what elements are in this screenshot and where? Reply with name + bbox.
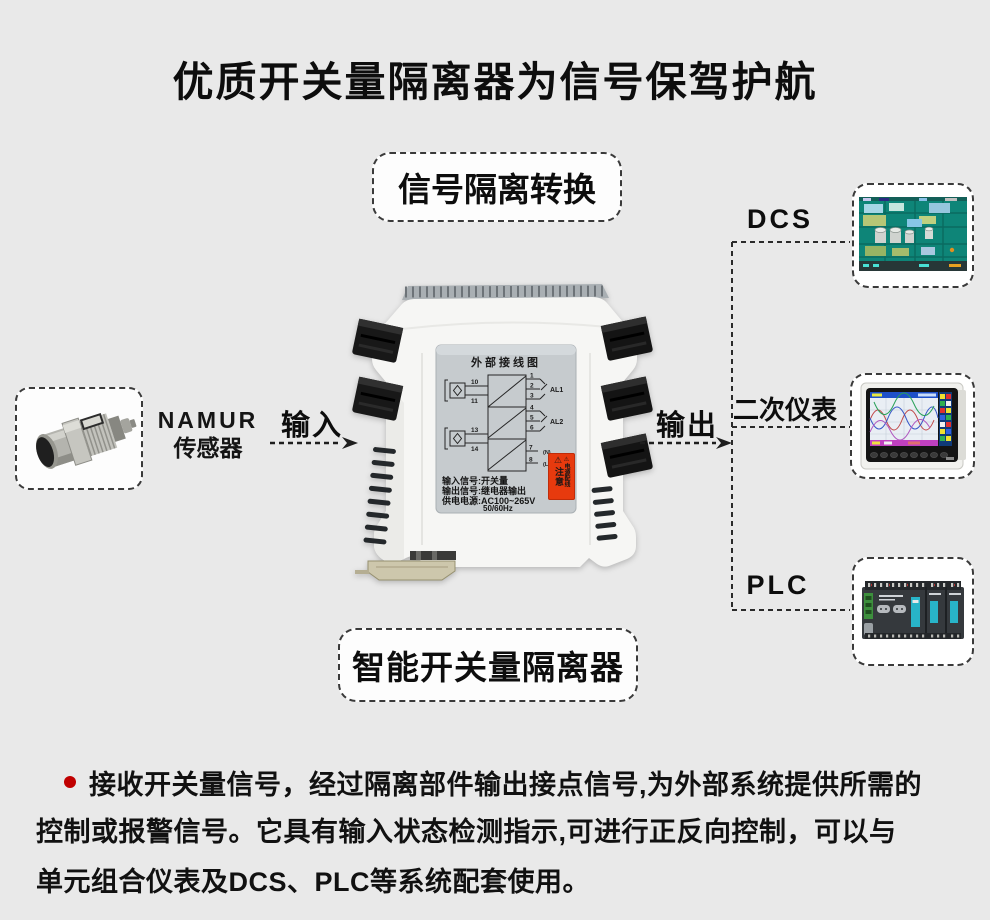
description-line-2: 控制或报警信号。它具有输入状态检测指示,可进行正反向控制，可以与 <box>36 817 897 847</box>
device-bottom-connector <box>355 551 456 581</box>
terminal-5: 5 <box>530 415 534 422</box>
warning-sticker: ⚠注意 ⚠电源配线 <box>548 453 575 500</box>
terminal-14: 14 <box>471 446 479 453</box>
terminal-10: 10 <box>471 379 479 386</box>
output-label: 输出 <box>656 410 719 442</box>
power-pin-l: (L) <box>543 462 550 468</box>
namur-sensor-image <box>35 412 137 469</box>
smart-isolator-box: 智能开关量隔离器 <box>338 628 638 702</box>
dcs-screen-image <box>859 197 967 271</box>
input-arrow <box>270 437 358 449</box>
terminal-2: 2 <box>530 383 534 390</box>
device-right-terminals <box>600 316 653 478</box>
smart-isolator-label: 智能开关量隔离器 <box>352 649 624 686</box>
terminal-8: 8 <box>529 457 533 464</box>
bullet-icon <box>64 776 76 788</box>
dcs-label: DCS <box>746 204 813 234</box>
spec-line-input: 输入信号:开关量 <box>442 475 508 486</box>
isolator-device-image: 外部接线图 <box>352 283 654 585</box>
warning-text-right: ⚠注意 <box>554 456 564 487</box>
namur-sensor-label-line1: NAMUR <box>157 407 259 433</box>
relay-label-al1: AL1 <box>550 387 563 394</box>
page-title: 优质开关量隔离器为信号保驾护航 <box>172 59 818 105</box>
device-right-vents <box>591 486 618 541</box>
namur-sensor-label: NAMUR 传感器 <box>150 406 266 462</box>
device-left-vents <box>363 447 396 545</box>
device-left-terminals <box>352 318 404 421</box>
terminal-4: 4 <box>530 405 534 412</box>
terminal-7: 7 <box>529 445 533 452</box>
signal-conversion-label: 信号隔离转换 <box>398 171 596 208</box>
description-line-1-text: 接收开关量信号，经过隔离部件输出接点信号,为外部系统提供所需的 <box>89 770 923 800</box>
output-branch-lines <box>731 241 850 611</box>
spec-line-freq: 50/60Hz <box>483 504 513 513</box>
warning-text-left: ⚠电源配线 <box>563 456 569 487</box>
description-line-1: 接收开关量信号，经过隔离部件输出接点信号,为外部系统提供所需的 <box>64 763 922 802</box>
spec-line-power: 供电电源:AC100~265V <box>441 495 535 506</box>
recorder-image <box>860 382 966 470</box>
device-top-vent <box>402 284 609 300</box>
spec-line-output: 输出信号:继电器输出 <box>442 485 526 496</box>
terminal-11: 11 <box>471 398 478 405</box>
terminal-6: 6 <box>530 425 534 432</box>
secondary-meter-box <box>850 373 975 479</box>
namur-sensor-label-line2: 传感器 <box>173 435 243 461</box>
output-arrow <box>640 437 732 449</box>
secondary-meter-label: 二次仪表 <box>732 395 837 425</box>
wiring-diagram-panel: 外部接线图 <box>435 344 577 514</box>
terminal-13: 13 <box>471 427 479 434</box>
plc-image <box>862 581 964 639</box>
plc-label: PLC <box>746 570 810 600</box>
input-label: 输入 <box>281 410 344 442</box>
terminal-1: 1 <box>530 373 534 380</box>
sensor-box <box>15 387 143 490</box>
power-pin-n: (N) <box>543 450 551 456</box>
dcs-box <box>852 183 974 288</box>
wiring-diagram-title: 外部接线图 <box>470 355 541 369</box>
description-line-3: 单元组合仪表及DCS、PLC等系统配套使用。 <box>36 867 591 897</box>
terminal-3: 3 <box>530 393 534 400</box>
relay-label-al2: AL2 <box>550 419 563 426</box>
plc-box <box>852 557 974 666</box>
signal-conversion-box: 信号隔离转换 <box>372 152 622 222</box>
